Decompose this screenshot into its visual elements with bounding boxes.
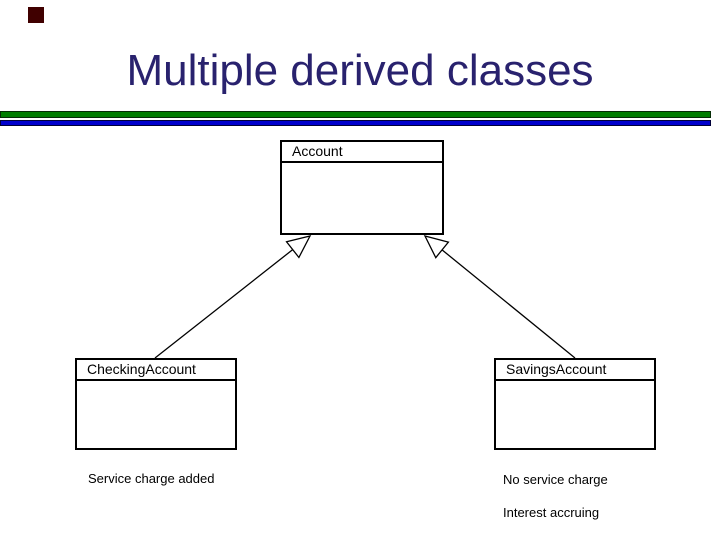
class-box-checking-account: CheckingAccount [75, 358, 237, 450]
annotation-service-charge-added: Service charge added [88, 471, 215, 486]
corner-square-decoration [28, 7, 44, 23]
class-box-savings-account: SavingsAccount [494, 358, 656, 450]
class-name-account: Account [282, 142, 442, 163]
slide-title: Multiple derived classes [126, 46, 594, 95]
inheritance-arrow-savings-to-account [423, 235, 576, 359]
annotation-no-service-charge: No service charge [503, 472, 608, 487]
separator-bar-green [0, 111, 711, 118]
inheritance-arrow-checking-to-account [154, 235, 312, 359]
annotation-interest-accruing: Interest accruing [503, 505, 600, 520]
class-name-checking-account: CheckingAccount [77, 360, 235, 381]
class-name-savings-account: SavingsAccount [496, 360, 654, 381]
class-box-account: Account [280, 140, 444, 235]
separator-bar-blue [0, 120, 711, 126]
